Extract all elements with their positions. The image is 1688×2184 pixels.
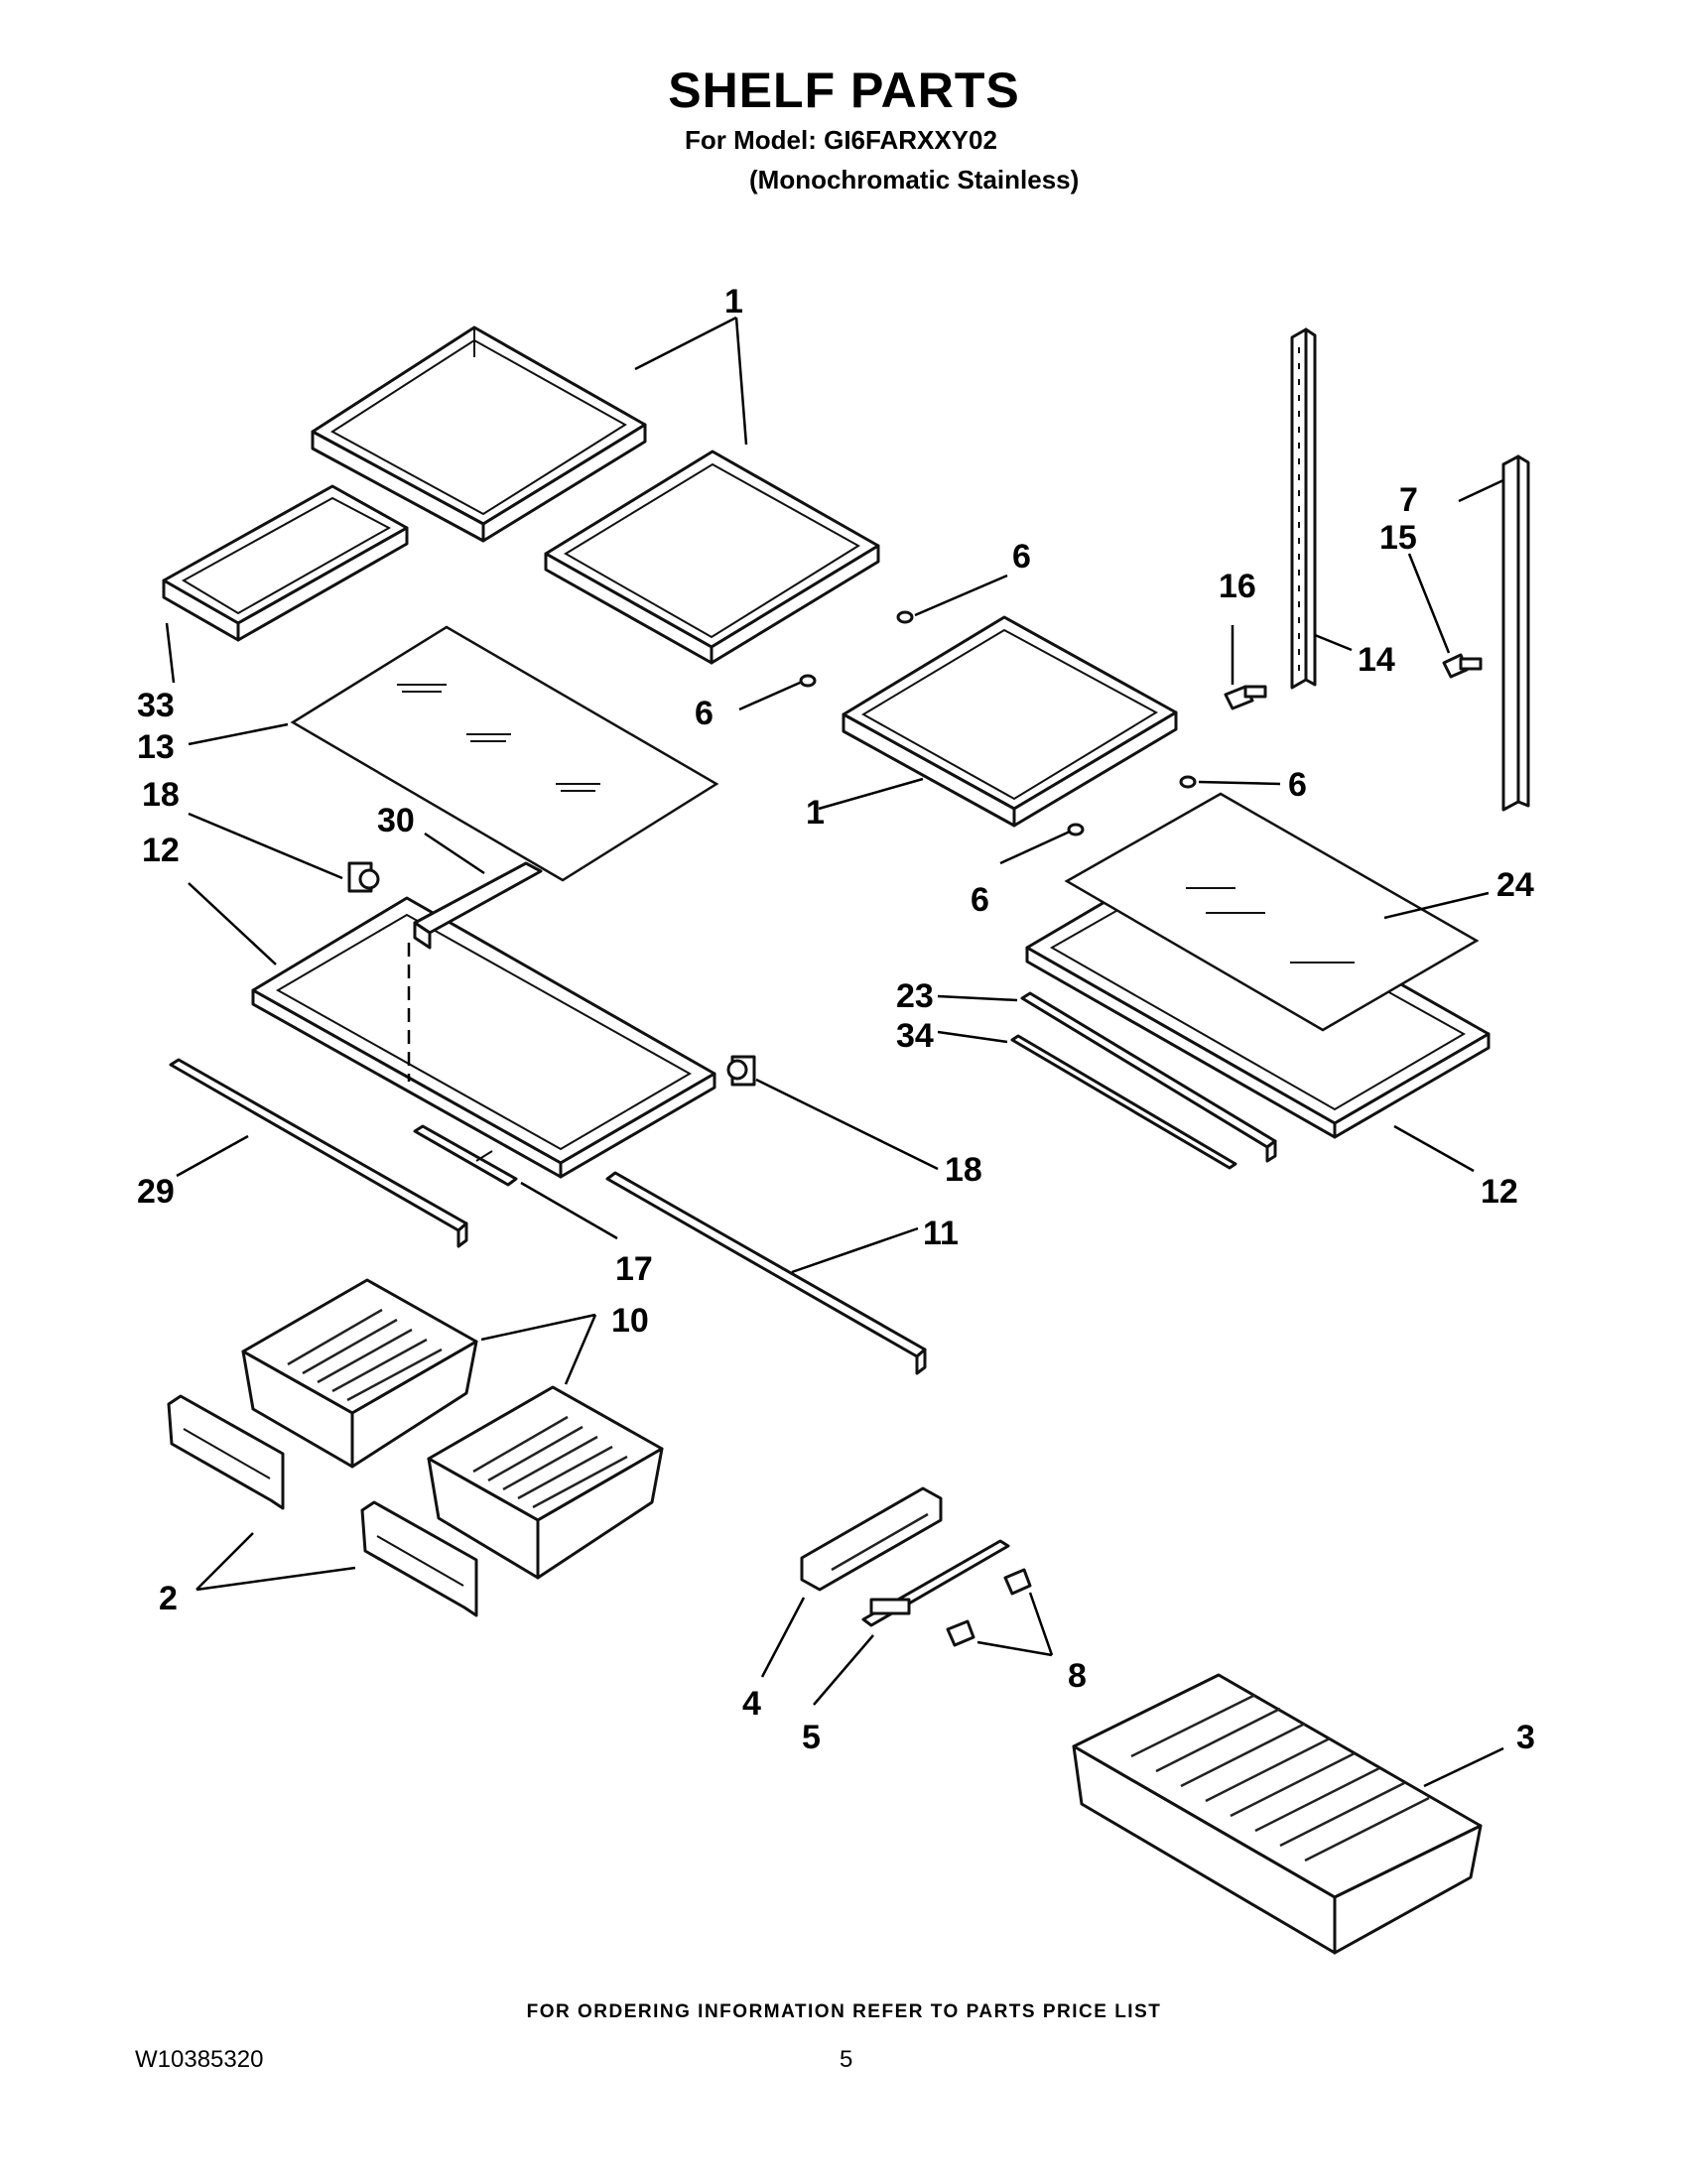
callout-2: 2 bbox=[159, 1580, 178, 1617]
shelf-part-1-upper-middle bbox=[544, 450, 880, 665]
handle-part-2-upper bbox=[167, 1394, 285, 1510]
callout-3: 3 bbox=[1516, 1719, 1535, 1756]
bracket-part-17 bbox=[413, 1124, 518, 1187]
ordering-note: FOR ORDERING INFORMATION REFER TO PARTS … bbox=[526, 2001, 1162, 2022]
callout-16: 16 bbox=[1219, 568, 1256, 605]
crisper-drawer-part-10-right bbox=[427, 1385, 664, 1580]
callout-1-right: 1 bbox=[806, 794, 825, 832]
callout-14: 14 bbox=[1358, 641, 1395, 679]
rail-part-7 bbox=[1501, 454, 1530, 812]
callout-1-top: 1 bbox=[724, 283, 743, 321]
page-number: 5 bbox=[840, 2046, 853, 2073]
callout-30: 30 bbox=[377, 802, 415, 839]
callout-12-left: 12 bbox=[142, 832, 180, 869]
variant-line: (Monochromatic Stainless) bbox=[749, 165, 1080, 194]
model-line: For Model: GI6FARXXY02 bbox=[685, 125, 997, 155]
screw-part-15 bbox=[1442, 653, 1483, 679]
callout-23: 23 bbox=[896, 977, 934, 1015]
callout-29: 29 bbox=[137, 1173, 175, 1211]
callout-6-b: 6 bbox=[695, 695, 714, 732]
slide-part-5 bbox=[861, 1539, 1010, 1627]
callout-5: 5 bbox=[802, 1719, 821, 1756]
screw-part-6 bbox=[799, 610, 1197, 836]
rail-part-14 bbox=[1290, 327, 1317, 690]
callout-17: 17 bbox=[615, 1250, 653, 1288]
callout-11: 11 bbox=[923, 1215, 959, 1252]
clip-part-18-upper bbox=[347, 861, 380, 893]
callout-7: 7 bbox=[1399, 481, 1418, 519]
shelf-part-1-upper-left bbox=[311, 325, 647, 543]
callout-15: 15 bbox=[1379, 519, 1417, 557]
trim-part-34 bbox=[1010, 1034, 1237, 1170]
callout-12-right: 12 bbox=[1481, 1173, 1518, 1211]
clip-part-18-lower bbox=[726, 1055, 756, 1087]
document-number: W10385320 bbox=[135, 2046, 264, 2073]
callout-33: 33 bbox=[137, 687, 175, 724]
trim-part-23 bbox=[1020, 991, 1277, 1163]
shelf-part-33 bbox=[162, 484, 409, 642]
handle-part-2-lower bbox=[360, 1500, 478, 1617]
bracket-part-4 bbox=[800, 1486, 943, 1592]
freezer-basket-part-3 bbox=[1072, 1673, 1483, 1955]
glass-shelf-part-13 bbox=[290, 625, 719, 882]
shelf-part-1-right bbox=[842, 615, 1178, 828]
callout-18-upper: 18 bbox=[142, 776, 180, 814]
callout-13: 13 bbox=[137, 728, 175, 766]
bracket-part-30 bbox=[407, 861, 543, 1082]
callout-6-d: 6 bbox=[971, 881, 989, 919]
callout-6-a: 6 bbox=[1012, 538, 1031, 576]
leader-lines bbox=[165, 316, 1504, 1788]
callout-6-c: 6 bbox=[1288, 766, 1307, 804]
glass-shelf-part-24 bbox=[1064, 792, 1480, 1032]
crisper-drawer-part-10-left bbox=[241, 1278, 478, 1469]
callout-18-lower: 18 bbox=[945, 1151, 982, 1189]
callout-4: 4 bbox=[742, 1685, 761, 1723]
callout-34: 34 bbox=[896, 1017, 934, 1055]
screw-part-8 bbox=[946, 1568, 1032, 1647]
callout-24: 24 bbox=[1496, 866, 1534, 904]
callout-8: 8 bbox=[1068, 1657, 1087, 1695]
trim-part-11 bbox=[605, 1171, 927, 1375]
shelf-frame-part-12-left bbox=[251, 896, 716, 1179]
screw-part-16 bbox=[1224, 685, 1267, 710]
callout-10: 10 bbox=[611, 1302, 649, 1340]
page-title: SHELF PARTS bbox=[668, 63, 1020, 118]
trim-part-29 bbox=[169, 1058, 468, 1248]
